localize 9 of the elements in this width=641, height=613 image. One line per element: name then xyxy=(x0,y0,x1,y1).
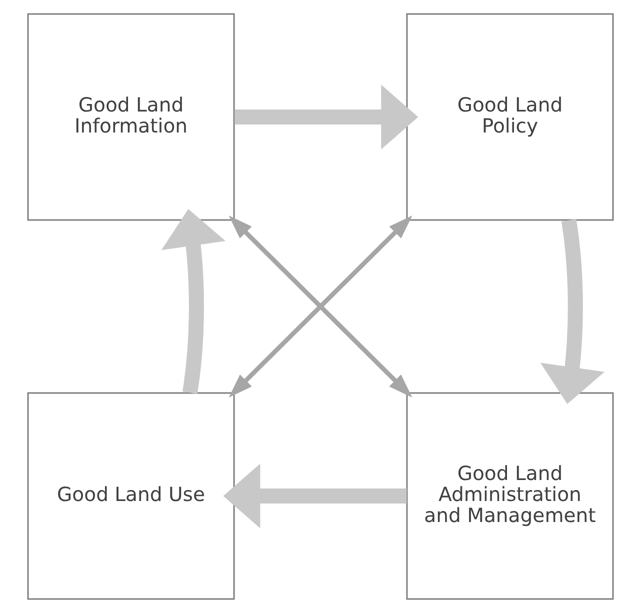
node-box: Good Land Policy xyxy=(406,13,614,221)
arrow xyxy=(228,215,412,398)
arrow xyxy=(540,219,604,404)
arrow xyxy=(234,84,418,150)
arrow xyxy=(161,208,226,394)
node-box: Good Land Information xyxy=(27,13,235,221)
arrow xyxy=(223,464,407,528)
node-box: Good Land Administration and Management xyxy=(406,392,614,600)
node-box: Good Land Use xyxy=(27,392,235,600)
